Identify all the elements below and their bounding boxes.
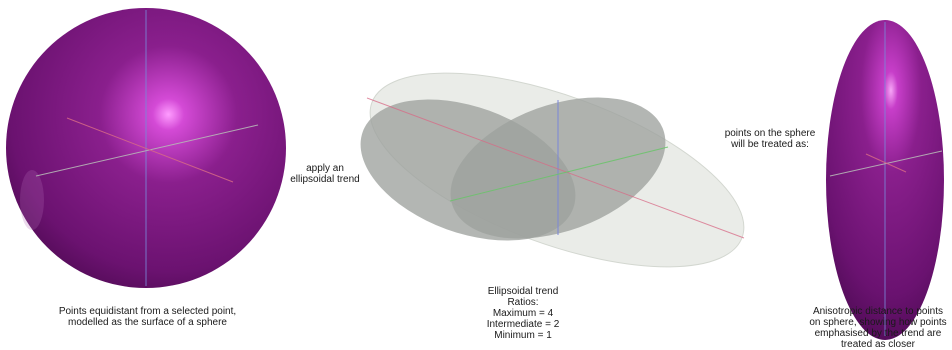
sphere-caption-line-2: modelled as the surface of a sphere xyxy=(68,317,227,328)
apply-trend-line-1: apply an xyxy=(306,163,344,174)
ellipsoid-caption: Ellipsoidal trend Ratios: Maximum = 4 In… xyxy=(463,286,583,341)
ellipsoid-caption-line-5: Minimum = 1 xyxy=(494,330,552,341)
ellipsoid-caption-line-1: Ellipsoidal trend xyxy=(487,286,559,297)
anisotropic-caption-line-4: treated as closer xyxy=(841,339,915,350)
treated-as-line-1: points on the sphere xyxy=(724,128,816,139)
ellipsoid-caption-line-3: Maximum = 4 xyxy=(492,308,554,319)
apply-trend-label: apply an ellipsoidal trend xyxy=(282,163,368,185)
ellipsoid-axis-green xyxy=(449,146,669,202)
sphere-caption-line-1: Points equidistant from a selected point… xyxy=(58,306,237,317)
elongated-ellipsoid-icon xyxy=(826,20,944,340)
sphere-caption: Points equidistant from a selected point… xyxy=(20,306,275,328)
elongated-axis-red xyxy=(865,153,907,173)
ellipsoid-icon xyxy=(360,72,745,268)
apply-trend-line-2: ellipsoidal trend xyxy=(290,174,360,185)
sphere-axis-grey xyxy=(35,124,259,177)
sphere-axis-red xyxy=(66,117,234,183)
treated-as-line-2: will be treated as: xyxy=(731,139,809,150)
ellipsoid-caption-line-2: Ratios: xyxy=(507,297,539,308)
sphere-icon xyxy=(6,8,286,288)
anisotropic-caption: Anisotropic distance to points on sphere… xyxy=(806,306,950,350)
ellipsoid-caption-line-4: Intermediate = 2 xyxy=(486,319,560,330)
ellipsoid-axis-red xyxy=(366,97,745,239)
treated-as-label: points on the sphere will be treated as: xyxy=(716,128,824,150)
sphere-rim-highlight xyxy=(20,170,44,230)
anisotropic-caption-line-2: on sphere, showing how points xyxy=(809,317,947,328)
anisotropic-caption-line-3: emphasised by the trend are xyxy=(814,328,942,339)
anisotropic-caption-line-1: Anisotropic distance to points xyxy=(812,306,944,317)
